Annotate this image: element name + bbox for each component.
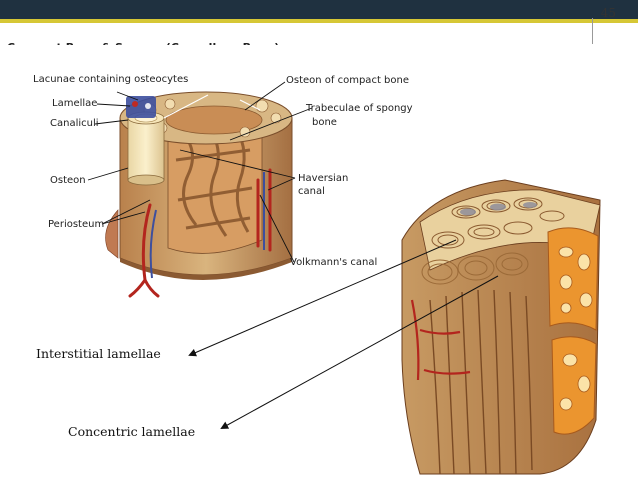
- label-haversian-line2: canal: [298, 186, 325, 197]
- slide-number: 45: [600, 6, 616, 20]
- label-volkmann: Volkmann's canal: [290, 257, 378, 268]
- label-haversian-line1: Haversian: [298, 173, 349, 184]
- label-lamellae: Lamellae: [52, 98, 98, 109]
- label-periosteum: Periosteum: [48, 219, 105, 230]
- label-trabeculae-line1: Trabeculae of spongy: [306, 103, 413, 114]
- label-trabeculae-line2: bone: [312, 117, 337, 128]
- annotation-interstitial-lamellae: Interstitial lamellae: [36, 346, 161, 361]
- label-lacunae: Lacunae containing osteocytes: [33, 74, 189, 85]
- bone-wedge-illustration: [398, 176, 608, 475]
- concentric-arrow: [220, 275, 499, 429]
- annotation-concentric-lamellae: Concentric lamellae: [68, 424, 196, 439]
- slide-number-divider: [592, 18, 593, 44]
- interstitial-arrow: [188, 239, 457, 357]
- title-bar: [0, 0, 638, 19]
- title-bar-accent-stripe: [0, 19, 638, 23]
- diagram1-leader-lines: [87, 81, 313, 263]
- label-osteon-compact: Osteon of compact bone: [286, 75, 409, 86]
- label-canaliculi: Canaliculi: [50, 118, 99, 129]
- label-osteon: Osteon: [50, 175, 86, 186]
- compact-bone-illustration: [0, 45, 426, 300]
